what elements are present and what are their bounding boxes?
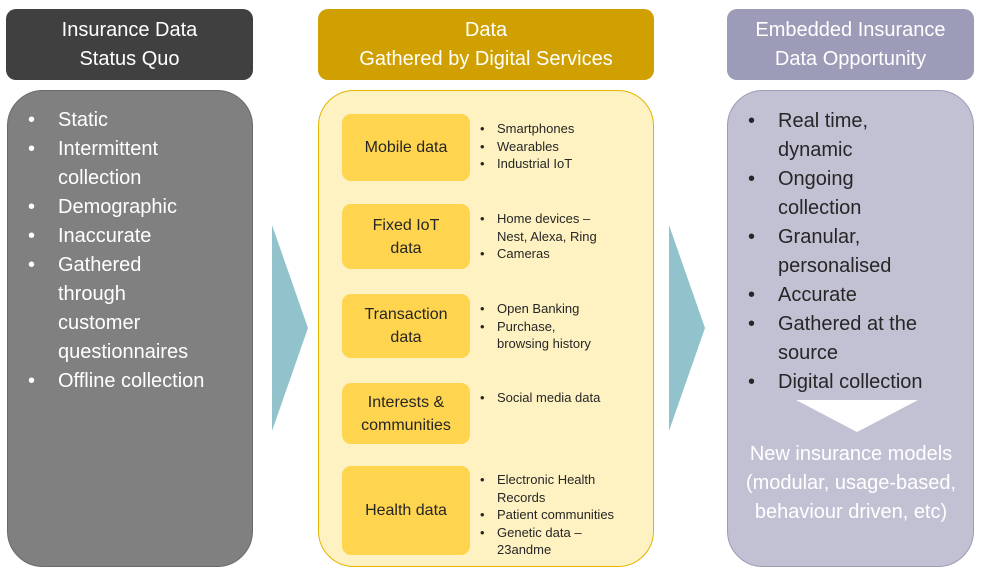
- category-interests: Interests & communities: [342, 383, 470, 444]
- category-label: data: [390, 329, 422, 346]
- chevron-right-icon: [669, 225, 705, 431]
- category-label: Fixed IoT: [372, 216, 440, 234]
- list-item: Gathered at the source: [728, 310, 948, 368]
- category-label: Interests &: [367, 393, 445, 411]
- list-item: Intermittent collection: [8, 135, 208, 193]
- category-health: Health data: [342, 466, 470, 555]
- list-item: Cameras: [480, 245, 610, 263]
- new-insurance-models-text: New insurance models (modular, usage-bas…: [745, 443, 957, 523]
- category-label: communities: [361, 416, 451, 434]
- status-quo-header: Insurance Data Status Quo: [6, 9, 253, 80]
- embedded-title-line: Data Opportunity: [774, 47, 927, 70]
- list-item: Home devices – Nest, Alexa, Ring: [480, 210, 610, 245]
- embedded-list: Real time, dynamic Ongoing collection Gr…: [728, 107, 973, 397]
- list-item: Offline collection: [8, 367, 238, 396]
- list-item: Static: [8, 106, 208, 135]
- category-label: Transaction: [364, 306, 448, 323]
- category-items: Home devices – Nest, Alexa, Ring Cameras: [480, 210, 610, 263]
- category-items: Open Banking Purchase, browsing history: [480, 300, 605, 353]
- list-item: Inaccurate: [8, 222, 228, 251]
- status-quo-list: Static Intermittent collection Demograph…: [8, 106, 252, 396]
- list-item: Industrial IoT: [480, 155, 640, 173]
- category-mobile-data: Mobile data: [342, 114, 470, 181]
- list-item: Accurate: [728, 281, 948, 310]
- list-item: Patient communities: [480, 506, 625, 524]
- list-item: Electronic Health Records: [480, 471, 625, 506]
- list-item: Purchase, browsing history: [480, 318, 605, 353]
- embedded-insurance-panel: Real time, dynamic Ongoing collection Gr…: [727, 90, 974, 567]
- category-fixed-iot: Fixed IoT data: [342, 204, 470, 269]
- digital-title-line: Data: [464, 18, 508, 41]
- list-item: Smartphones: [480, 120, 640, 138]
- status-quo-title-line: Status Quo: [79, 47, 180, 70]
- list-item: Digital collection: [728, 368, 958, 397]
- list-item: Social media data: [480, 389, 640, 407]
- list-item: Open Banking: [480, 300, 605, 318]
- category-label: Mobile data: [364, 139, 448, 156]
- list-item: Ongoing collection: [728, 165, 913, 223]
- list-item: Granular, personalised: [728, 223, 913, 281]
- digital-title-line: Gathered by Digital Services: [359, 47, 613, 70]
- list-item: Gathered through customer questionnaires: [8, 251, 208, 367]
- category-items: Smartphones Wearables Industrial IoT: [480, 120, 640, 173]
- category-items: Social media data: [480, 389, 640, 407]
- embedded-insurance-header: Embedded Insurance Data Opportunity: [727, 9, 974, 80]
- digital-services-header: Data Gathered by Digital Services: [318, 9, 654, 80]
- embedded-title-line: Embedded Insurance: [755, 18, 946, 41]
- category-label: data: [390, 239, 422, 257]
- category-label: Health data: [365, 502, 447, 519]
- status-quo-title-line: Insurance Data: [61, 18, 198, 41]
- chevron-down-icon: [796, 400, 918, 432]
- list-item: Genetic data – 23andme: [480, 524, 625, 559]
- category-transaction: Transaction data: [342, 294, 470, 358]
- chevron-right-icon: [272, 225, 308, 431]
- status-quo-panel: Static Intermittent collection Demograph…: [7, 90, 253, 567]
- list-item: Real time, dynamic: [728, 107, 913, 165]
- list-item: Demographic: [8, 193, 228, 222]
- category-items: Electronic Health Records Patient commun…: [480, 471, 625, 559]
- list-item: Wearables: [480, 138, 640, 156]
